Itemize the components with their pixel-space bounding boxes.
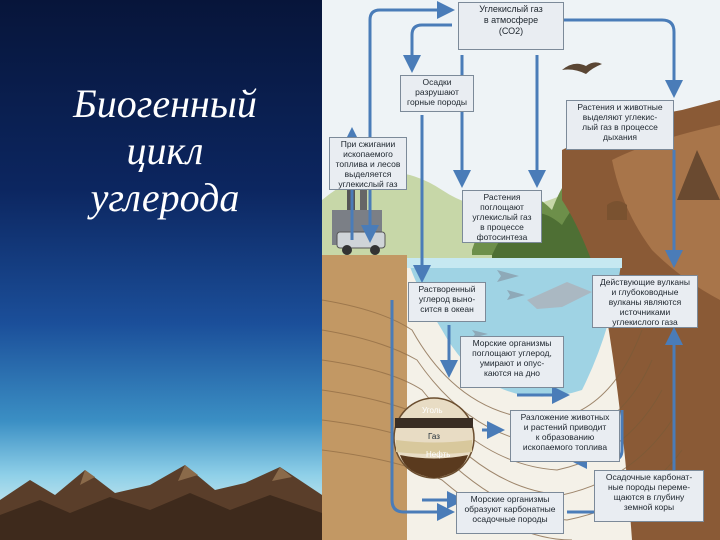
box-photosynthesis: Растения поглощают углекислый газ в проц… <box>462 190 542 243</box>
box-dissolved-carbon: Растворенный углерод выно- сится в океан <box>408 282 486 322</box>
box-combustion: При сжигании ископаемого топлива и лесов… <box>329 137 407 190</box>
title-line-2: цикл <box>126 128 204 173</box>
box-respiration: Растения и животные выделяют углекис- лы… <box>566 100 674 150</box>
box-decomposition: Разложение животных и растений приводит … <box>510 410 620 462</box>
title-line-3: углерода <box>90 175 240 220</box>
title-line-1: Биогенный <box>73 81 257 126</box>
box-atmosphere-co2: Углекислый газ в атмосфере (СО2) <box>458 2 564 50</box>
box-volcanoes: Действующие вулканы и глубоководные вулк… <box>592 275 698 328</box>
slide-title: Биогенный цикл углерода <box>40 80 290 221</box>
box-precipitation: Осадки разрушают горные породы <box>400 75 474 112</box>
label-coal: Уголь <box>422 406 443 415</box>
box-marine-absorb: Морские организмы поглощают углерод, уми… <box>460 336 564 388</box>
carbon-cycle-diagram: Углекислый газ в атмосфере (СО2) Осадки … <box>322 0 720 540</box>
mountains-illustration <box>0 465 322 540</box>
box-carbonate-rocks: Осадочные карбонат- ные породы переме- щ… <box>594 470 704 522</box>
sky-background <box>0 0 322 540</box>
label-gas: Газ <box>428 432 440 441</box>
label-oil: Нефть <box>426 450 451 459</box>
box-marine-carbonate: Морские организмы образуют карбонатные о… <box>456 492 564 534</box>
